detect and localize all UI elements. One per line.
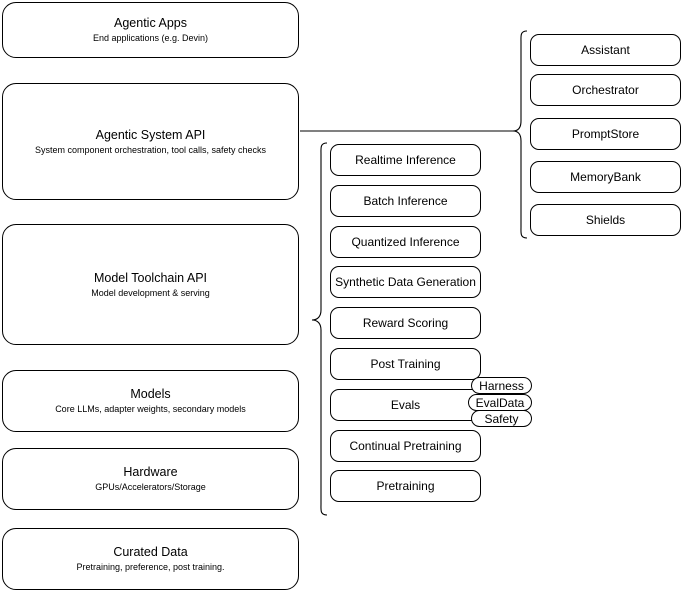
pill-evaldata[interactable]: EvalData xyxy=(468,394,532,411)
chip-realtime-inference[interactable]: Realtime Inference xyxy=(330,144,481,176)
layer-subtitle: Model development & serving xyxy=(91,287,210,298)
chip-continual-pretraining[interactable]: Continual Pretraining xyxy=(330,430,481,462)
layer-model-toolchain-api[interactable]: Model Toolchain API Model development & … xyxy=(2,224,299,345)
pill-label: Safety xyxy=(484,411,519,426)
chip-label: MemoryBank xyxy=(570,170,641,184)
chip-label: Post Training xyxy=(370,357,441,371)
chip-label: Quantized Inference xyxy=(351,235,460,249)
layer-models[interactable]: Models Core LLMs, adapter weights, secon… xyxy=(2,370,299,432)
chip-label: Synthetic Data Generation xyxy=(335,275,476,289)
chip-label: Orchestrator xyxy=(572,83,639,97)
layer-agentic-system-api[interactable]: Agentic System API System component orch… xyxy=(2,83,299,200)
layer-title: Model Toolchain API xyxy=(93,270,208,285)
layer-subtitle: End applications (e.g. Devin) xyxy=(92,33,209,43)
chip-label: Realtime Inference xyxy=(355,153,456,167)
layer-subtitle: Core LLMs, adapter weights, secondary mo… xyxy=(55,404,246,414)
chip-label: Evals xyxy=(390,398,421,412)
chip-evals[interactable]: Evals xyxy=(330,389,481,421)
layer-hardware[interactable]: Hardware GPUs/Accelerators/Storage xyxy=(2,448,299,510)
layer-subtitle: Pretraining, preference, post training. xyxy=(76,562,225,572)
chip-batch-inference[interactable]: Batch Inference xyxy=(330,185,481,217)
chip-quantized-inference[interactable]: Quantized Inference xyxy=(330,226,481,258)
chip-pretraining[interactable]: Pretraining xyxy=(330,470,481,502)
chip-promptstore[interactable]: PromptStore xyxy=(530,118,681,150)
layer-title: Agentic Apps xyxy=(114,16,187,30)
pill-label: EvalData xyxy=(475,395,525,410)
pill-label: Harness xyxy=(479,378,524,393)
chip-label: Batch Inference xyxy=(363,194,448,208)
chip-label: PromptStore xyxy=(571,127,640,141)
chip-memorybank[interactable]: MemoryBank xyxy=(530,161,681,193)
layer-subtitle: GPUs/Accelerators/Storage xyxy=(95,482,206,492)
layer-title: Agentic System API xyxy=(95,127,206,142)
chip-reward-scoring[interactable]: Reward Scoring xyxy=(330,307,481,339)
chip-label: Shields xyxy=(585,213,626,227)
chip-assistant[interactable]: Assistant xyxy=(530,34,681,66)
layer-subtitle: System component orchestration, tool cal… xyxy=(34,144,267,155)
layer-curated-data[interactable]: Curated Data Pretraining, preference, po… xyxy=(2,528,299,590)
chip-label: Assistant xyxy=(581,43,630,57)
pill-safety[interactable]: Safety xyxy=(471,410,532,427)
layer-title: Curated Data xyxy=(113,545,188,559)
chip-shields[interactable]: Shields xyxy=(530,204,681,236)
chip-label: Reward Scoring xyxy=(362,316,449,330)
layer-agentic-apps[interactable]: Agentic Apps End applications (e.g. Devi… xyxy=(2,2,299,58)
chip-orchestrator[interactable]: Orchestrator xyxy=(530,74,681,106)
pill-harness[interactable]: Harness xyxy=(471,377,532,394)
chip-synthetic-data-generation[interactable]: Synthetic Data Generation xyxy=(330,266,481,298)
chip-label: Continual Pretraining xyxy=(349,439,462,453)
chip-label: Pretraining xyxy=(376,479,435,493)
layer-title: Hardware xyxy=(123,465,178,479)
chip-post-training[interactable]: Post Training xyxy=(330,348,481,380)
layer-title: Models xyxy=(130,387,171,401)
